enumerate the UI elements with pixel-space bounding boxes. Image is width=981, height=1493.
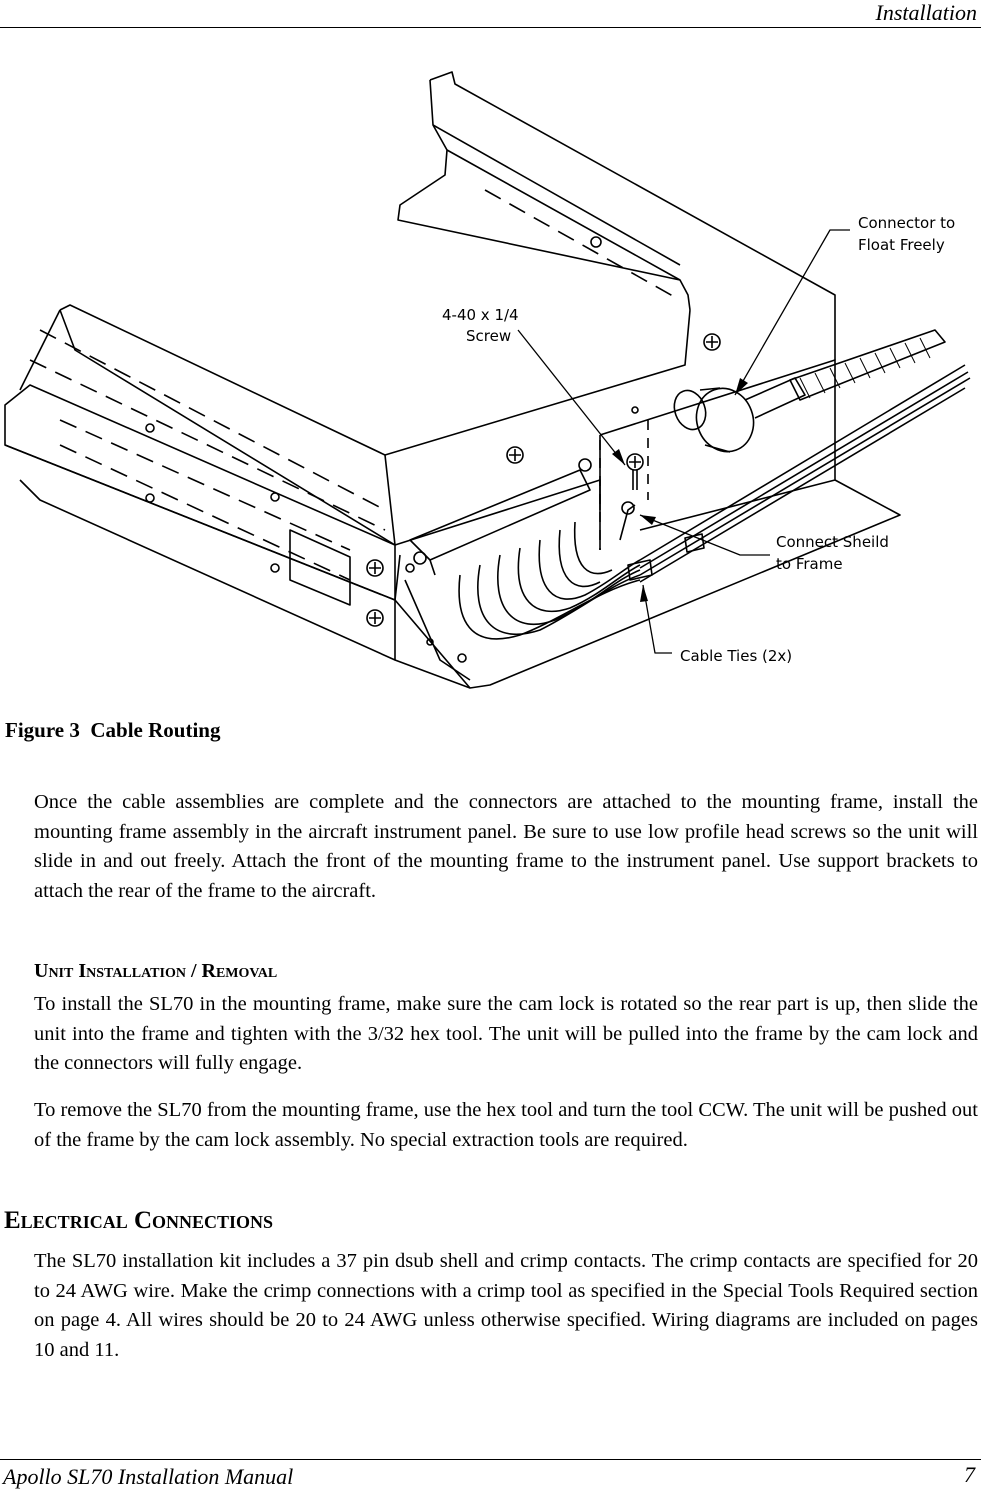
electrical-paragraph: The SL70 installation kit includes a 37 … [34, 1250, 978, 1361]
running-header: Installation [875, 0, 977, 25]
figure-caption: Figure 3 Cable Routing [5, 718, 221, 742]
install-paragraph: To install the SL70 in the mounting fram… [34, 993, 978, 1074]
callout-cable-ties: Cable Ties (2x) [680, 647, 792, 665]
callout-connector-line1: Connector to [858, 214, 955, 232]
callout-shield-line1: Connect Sheild [776, 533, 889, 551]
callout-screw-line1: 4-40 x 1/4 [442, 306, 519, 324]
footer-rule [0, 1459, 981, 1460]
callout-screw-line2: Screw [466, 327, 511, 345]
unit-installation-heading: Unit Installation / Removal [34, 960, 278, 982]
header-rule [0, 27, 981, 28]
remove-paragraph: To remove the SL70 from the mounting fra… [34, 1099, 978, 1151]
footer-manual-title: Apollo SL70 Installation Manual [3, 1464, 294, 1489]
electrical-connections-heading: Electrical Connections [4, 1207, 274, 1234]
intro-paragraph: Once the cable assemblies are complete a… [34, 791, 978, 902]
callout-shield-line2: to Frame [776, 555, 843, 573]
mounting-frame-drawing: Connector to Float Freely 4-40 x 1/4 Scr… [4, 71, 971, 689]
page-number: 7 [964, 1462, 975, 1487]
callout-connector-line2: Float Freely [858, 236, 945, 254]
cable-routing-figure: Connector to Float Freely 4-40 x 1/4 Scr… [0, 60, 981, 700]
